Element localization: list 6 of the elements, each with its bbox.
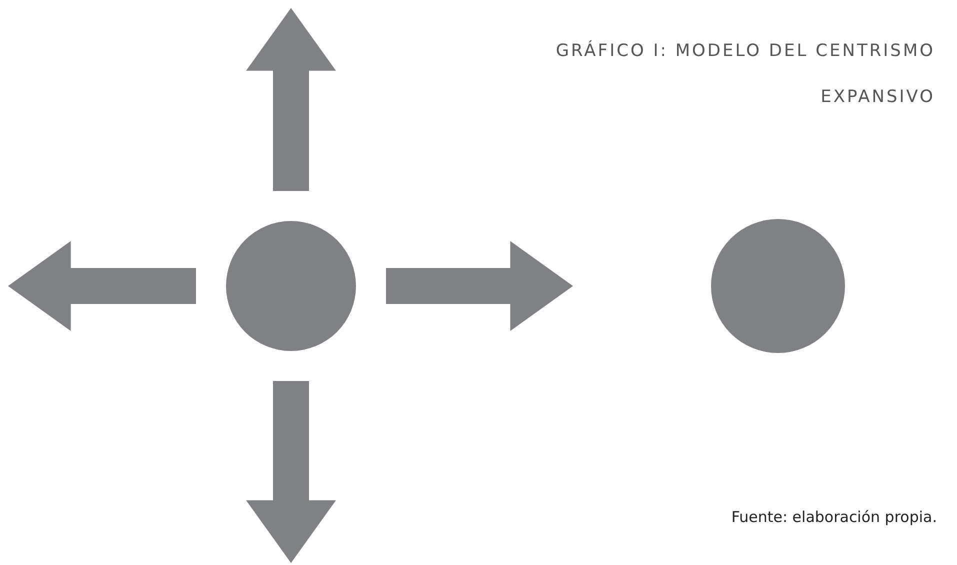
arrow xyxy=(386,241,573,331)
source-note: Fuente: elaboración propia. xyxy=(731,508,937,526)
arrow xyxy=(246,8,336,191)
arrow xyxy=(246,381,336,563)
arrow xyxy=(8,241,196,331)
chart-title: GRÁFICO I: MODELO DEL CENTRISMO EXPANSIVO xyxy=(554,39,935,109)
